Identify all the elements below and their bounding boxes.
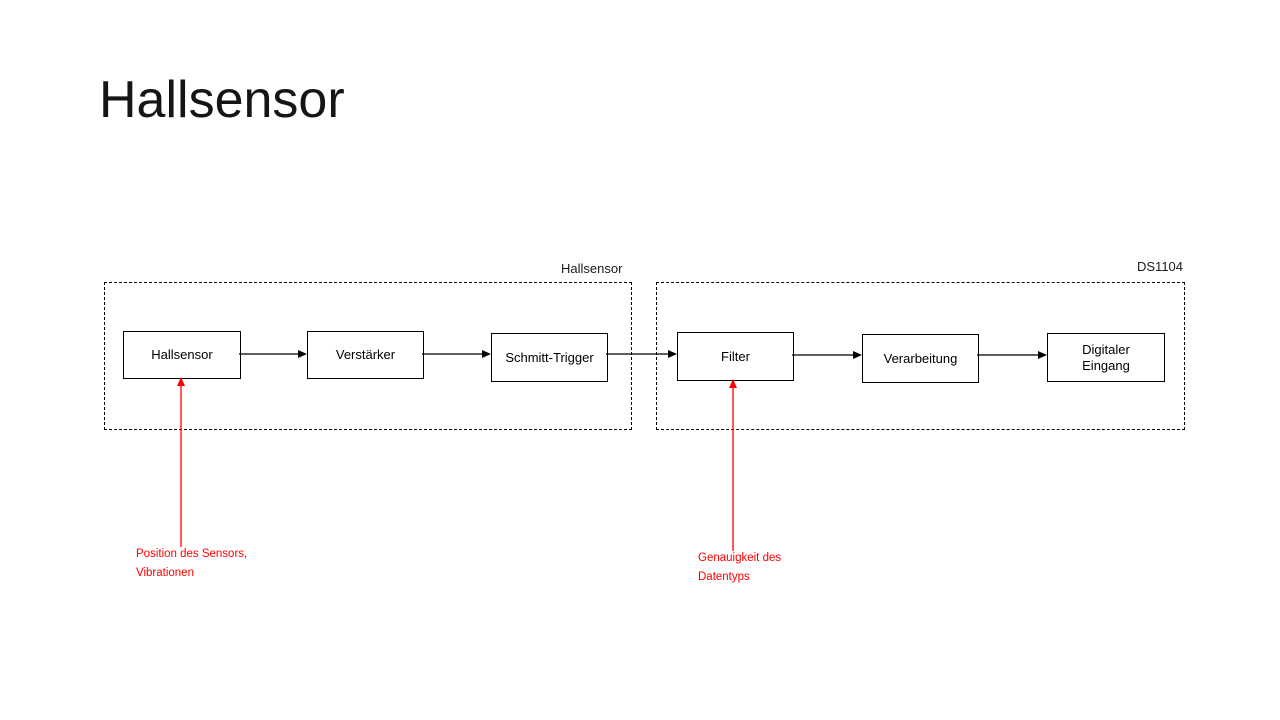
group-box-hallsensor	[104, 282, 632, 430]
block-digitaler-eingang: Digitaler Eingang	[1047, 333, 1165, 382]
block-label: Verstärker	[335, 347, 396, 362]
block-label: Verarbeitung	[883, 350, 958, 366]
group-label-ds1104: DS1104	[1137, 259, 1184, 274]
block-verstaerker: Verstärker	[307, 331, 424, 379]
slide-title: Hallsensor	[99, 71, 345, 129]
block-label: Schmitt-Trigger	[505, 349, 594, 365]
annotation-genauigkeit: Genauigkeit des Datentyps	[698, 549, 781, 587]
block-label: Hallsensor	[151, 347, 213, 362]
block-label: Digitaler	[1082, 341, 1130, 357]
block-verarbeitung: Verarbeitung	[862, 334, 979, 383]
block-label: Filter	[721, 348, 750, 364]
annotation-position-sensors: Position des Sensors, Vibrationen	[136, 545, 247, 583]
annotation-line: Genauigkeit des	[698, 552, 782, 564]
annotation-line: Vibrationen	[136, 567, 194, 579]
group-label-hallsensor: Hallsensor	[561, 261, 623, 276]
block-filter: Filter	[677, 332, 794, 381]
group-box-ds1104	[656, 282, 1185, 430]
block-schmitt-trigger: Schmitt-Trigger	[491, 333, 608, 382]
annotation-line: Datentyps	[698, 571, 750, 583]
annotation-line: Position des Sensors,	[136, 548, 248, 560]
block-label: Eingang	[1082, 357, 1130, 373]
block-hallsensor: Hallsensor	[123, 331, 241, 379]
